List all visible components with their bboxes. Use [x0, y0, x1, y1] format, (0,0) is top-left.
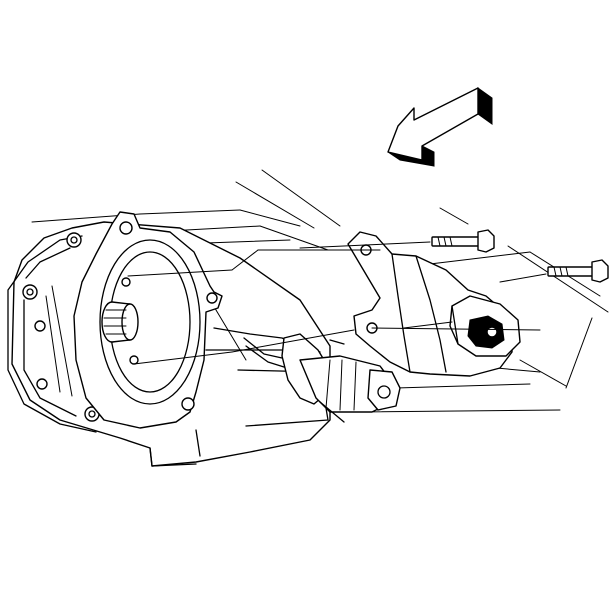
- mount-bolt: [299, 229, 495, 253]
- mount-bolt: [499, 259, 609, 283]
- flange-bolt: [34, 320, 48, 390]
- wiring-harness-connector: [213, 327, 401, 423]
- flange-bolt: [22, 284, 38, 300]
- output-shaft: [101, 301, 139, 343]
- engine-outline-lines: [31, 169, 609, 413]
- arrow-front-of-vehicle-icon: [387, 87, 493, 167]
- flange-bolt: [66, 232, 82, 248]
- transmission-mount: [449, 295, 521, 357]
- callout-lines: [127, 249, 541, 365]
